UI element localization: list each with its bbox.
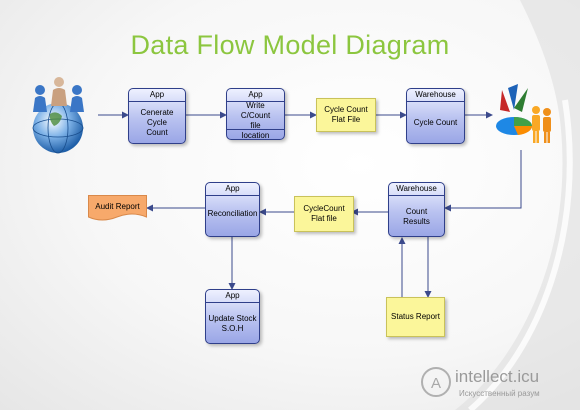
document-label: Audit Report bbox=[95, 202, 140, 211]
process-body: Write C/Count file bbox=[240, 100, 271, 130]
arrow-chart-to-results bbox=[444, 150, 522, 212]
process-header: App bbox=[206, 183, 259, 196]
process-header: Warehouse bbox=[389, 183, 444, 196]
process-body: Reconciliation bbox=[207, 209, 258, 218]
document-audit-report[interactable]: Audit Report bbox=[88, 195, 147, 223]
diagram-title: Data Flow Model Diagram bbox=[130, 30, 450, 60]
watermark-tagline: Искусственный разум bbox=[459, 389, 540, 398]
process-header: App bbox=[129, 89, 185, 102]
process-header: App bbox=[206, 290, 259, 303]
datastore-status-report[interactable]: Status Report bbox=[386, 297, 445, 337]
process-body: Update Stock S.O.H bbox=[208, 313, 257, 333]
document-shape bbox=[88, 195, 147, 221]
datastore-cyclecount-flat-file[interactable]: CycleCount Flat file bbox=[294, 196, 354, 232]
process-warehouse-count-results[interactable]: Warehouse Count Results bbox=[388, 182, 445, 237]
watermark-name: intellect.icu bbox=[455, 367, 540, 386]
process-generate-cycle-count[interactable]: App Cenerate Cycle Count bbox=[128, 88, 186, 144]
process-update-stock[interactable]: App Update Stock S.O.H bbox=[205, 289, 260, 344]
pie-chart-people-icon bbox=[496, 84, 551, 143]
process-body: Count Results bbox=[403, 206, 430, 226]
process-body: Cenerate Cycle Count bbox=[140, 108, 174, 137]
process-header: Warehouse bbox=[407, 89, 464, 102]
datastore-cycle-count-flat-file[interactable]: Cycle Count Flat File bbox=[316, 98, 376, 132]
process-body: Cycle Count bbox=[413, 118, 458, 127]
users-globe-icon bbox=[32, 77, 84, 154]
watermark-logo-icon: A bbox=[421, 367, 451, 397]
watermark: A intellect.icu Искусственный разум bbox=[415, 362, 580, 410]
process-footer: location bbox=[227, 129, 284, 141]
process-reconciliation[interactable]: App Reconciliation bbox=[205, 182, 260, 237]
process-write-count-file[interactable]: App Write C/Count file location bbox=[226, 88, 285, 140]
process-warehouse-cycle-count[interactable]: Warehouse Cycle Count bbox=[406, 88, 465, 144]
watermark-logo-letter: A bbox=[431, 375, 441, 392]
process-header: App bbox=[227, 89, 284, 102]
